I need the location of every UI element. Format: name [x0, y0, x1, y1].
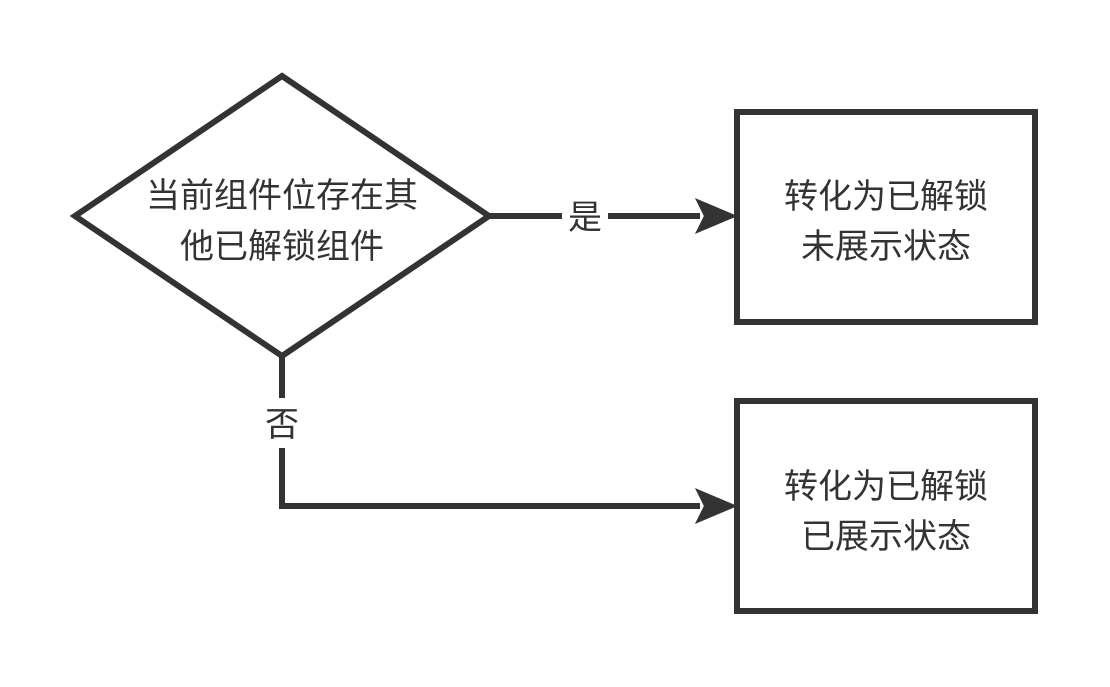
result-box-bottom-line1: 转化为已解锁 — [784, 467, 988, 507]
edge-no-label-bg — [259, 398, 305, 448]
edge-yes-label: 是 — [568, 198, 602, 238]
edge-no[interactable]: 否 — [259, 356, 738, 524]
edge-yes-label-bg — [562, 196, 608, 238]
result-box-bottom[interactable]: 转化为已解锁 已展示状态 — [734, 398, 1038, 614]
edge-no-line — [279, 356, 700, 509]
decision-text-line2: 他已解锁组件 — [180, 227, 384, 267]
result-box-top-line2: 未展示状态 — [801, 227, 971, 267]
result-box-bottom-line2: 已展示状态 — [801, 517, 971, 557]
result-box-top[interactable]: 转化为已解锁 未展示状态 — [734, 109, 1038, 325]
edge-yes[interactable]: 是 — [489, 196, 738, 238]
edge-no-arrowhead — [694, 488, 738, 524]
decision-text-line1: 当前组件位存在其 — [146, 176, 418, 216]
decision-diamond — [69, 72, 495, 360]
result-box-bottom-rect — [734, 398, 1038, 614]
edge-no-label: 否 — [265, 405, 299, 445]
result-box-top-line1: 转化为已解锁 — [784, 177, 988, 217]
result-box-top-rect — [734, 109, 1038, 325]
decision-node[interactable]: 当前组件位存在其 他已解锁组件 — [69, 72, 495, 360]
edge-yes-arrowhead — [694, 198, 738, 234]
